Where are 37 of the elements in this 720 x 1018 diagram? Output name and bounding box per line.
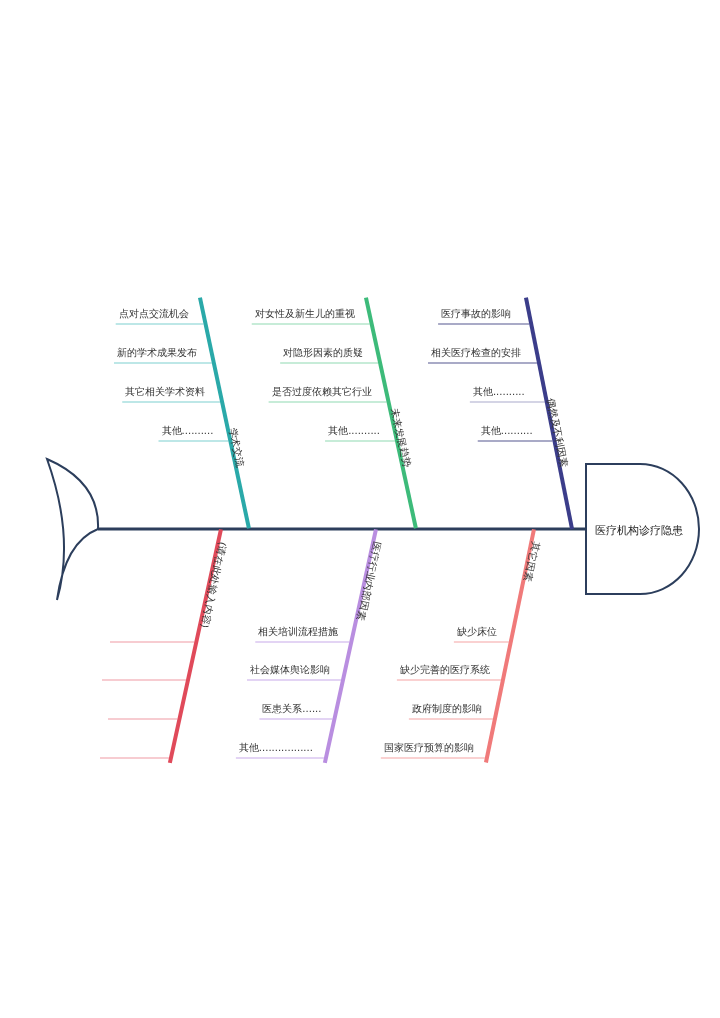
cause-label: 其他................. [235, 740, 316, 758]
fish-head [585, 463, 700, 595]
cause-label: 点对点交流机会 [115, 306, 192, 324]
branch-line [477, 440, 554, 442]
branch-line [437, 323, 530, 325]
cause-label: 相关医疗检查的安排 [427, 345, 524, 363]
fish-head-label: 医疗机构诊疗隐患 [595, 523, 683, 538]
branch-line [324, 440, 396, 442]
branch-line [235, 757, 325, 759]
branch-line [99, 757, 170, 759]
spine-line [98, 527, 585, 531]
branch-line [246, 679, 342, 681]
fish-bone: (请在此处输入内容) [168, 529, 231, 765]
cause-label: 医患关系...... [259, 701, 325, 719]
branch-line [121, 401, 221, 403]
fish-tail [45, 457, 100, 602]
cause-label: 医疗事故的影响 [438, 306, 515, 324]
branch-line [380, 757, 486, 759]
branch-line [268, 401, 388, 403]
branch-line [469, 401, 546, 403]
cause-label: 政府制度的影响 [408, 701, 485, 719]
cause-label: 对隐形因素的质疑 [280, 345, 367, 363]
branch-line [109, 641, 195, 643]
branch-line [101, 679, 187, 681]
branch-line [453, 641, 510, 643]
branch-line [251, 323, 371, 325]
branch-line [427, 362, 538, 364]
branch-line [254, 641, 350, 643]
branch-line [115, 323, 205, 325]
branch-line [396, 679, 502, 681]
branch-line [279, 362, 379, 364]
branch-line [107, 718, 178, 720]
branch-line [258, 718, 333, 720]
branch-line [157, 440, 229, 442]
branch-line [113, 362, 213, 364]
branch-line [408, 718, 494, 720]
cause-label: 新的学术成果发布 [113, 345, 200, 363]
